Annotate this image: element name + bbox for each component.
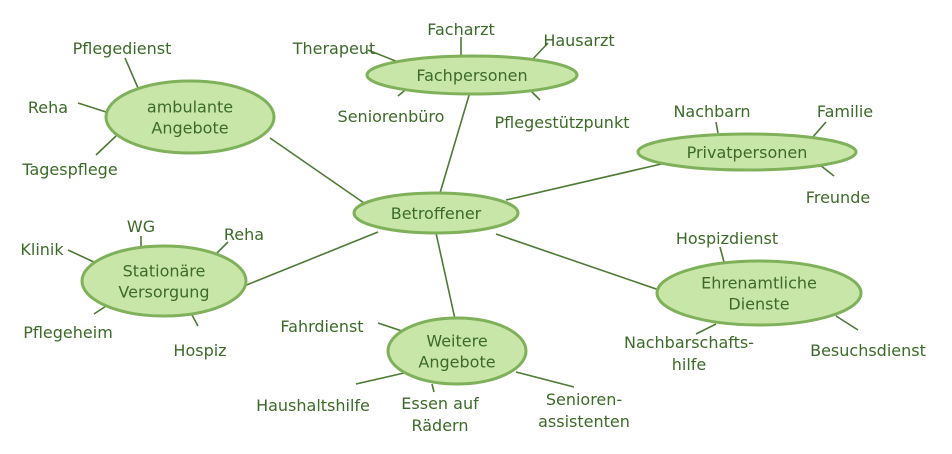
tick-nachbarschaftshilfe xyxy=(695,323,717,335)
leaf-labels: PflegedienstRehaTagespflegeTherapeutFach… xyxy=(20,20,926,435)
leaf-seniorenbuero: Seniorenbüro xyxy=(338,107,445,126)
node-ambulant-shape xyxy=(104,79,276,155)
tick-haushaltshilfe xyxy=(355,372,405,385)
tick-hausarzt xyxy=(530,42,549,62)
tick-tagespflege xyxy=(95,135,117,156)
tick-pflegedienst xyxy=(124,57,139,89)
leaf-hospizdienst: Hospizdienst xyxy=(676,229,778,248)
tick-essen xyxy=(431,383,435,393)
edge-center-fachpersonen xyxy=(439,91,471,194)
edge-center-weitere xyxy=(435,232,456,320)
tick-besuchsdienst xyxy=(835,315,859,331)
leaf-tagespflege: Tagespflege xyxy=(21,160,117,179)
leaf-facharzt: Facharzt xyxy=(427,20,495,39)
leaf-hausarzt: Hausarzt xyxy=(543,31,614,50)
tick-senioren xyxy=(515,371,575,388)
leaf-nachbarn: Nachbarn xyxy=(673,102,750,121)
leaf-klinik: Klinik xyxy=(20,240,64,259)
edge-center-stationaer xyxy=(243,231,379,287)
node-fachpersonen-label: Fachpersonen xyxy=(416,66,527,85)
tick-hospizdienst xyxy=(719,246,725,263)
leaf-therapeut: Therapeut xyxy=(292,39,376,58)
leaf-haushaltshilfe: Haushaltshilfe xyxy=(256,396,370,415)
leaf-pflegestuetzpunkt: Pflegestützpunkt xyxy=(495,113,630,132)
node-ehrenamtlich-shape xyxy=(655,259,863,327)
node-center-shape xyxy=(352,191,520,235)
tick-hospiz xyxy=(191,314,199,327)
node-fachpersonen: Fachpersonen xyxy=(365,54,579,96)
leaf-reha_amb: Reha xyxy=(28,98,68,117)
leaf-freunde: Freunde xyxy=(806,188,870,207)
leaf-familie: Familie xyxy=(817,102,873,121)
leaf-wg: WG xyxy=(127,217,155,236)
leaf-hospiz: Hospiz xyxy=(173,341,226,360)
tick-familie xyxy=(811,121,827,139)
edge-center-ehrenamtlich xyxy=(495,233,663,292)
leaf-pflegeheim: Pflegeheim xyxy=(23,323,113,342)
node-fachpersonen-shape xyxy=(365,54,579,96)
leaf-pflegedienst: Pflegedienst xyxy=(73,39,172,58)
tick-klinik xyxy=(67,249,97,264)
tick-reha_stat xyxy=(215,241,229,255)
tick-therapeut xyxy=(367,49,399,63)
node-privatpersonen-shape xyxy=(636,132,858,172)
leaf-fahrdienst: Fahrdienst xyxy=(280,317,363,336)
tick-nachbarn xyxy=(715,121,719,134)
leaf-reha_stat: Reha xyxy=(224,225,264,244)
node-weitere-shape xyxy=(386,316,528,386)
node-privatpersonen: Privatpersonen xyxy=(636,132,858,172)
leaf-nachbarschaftshilfe: Nachbarschafts-hilfe xyxy=(624,333,754,374)
edge-center-privatpersonen xyxy=(505,161,671,201)
tick-reha_amb xyxy=(77,102,107,113)
node-stationaer-shape xyxy=(80,244,248,318)
tick-freunde xyxy=(819,164,835,177)
leaf-senioren: Senioren-assistenten xyxy=(538,390,630,431)
node-privatpersonen-label: Privatpersonen xyxy=(687,143,808,162)
leaf-besuchsdienst: Besuchsdienst xyxy=(810,341,926,360)
node-center: Betroffener xyxy=(352,191,520,235)
edge-center-ambulant xyxy=(269,137,365,204)
node-center-label: Betroffener xyxy=(391,204,482,223)
